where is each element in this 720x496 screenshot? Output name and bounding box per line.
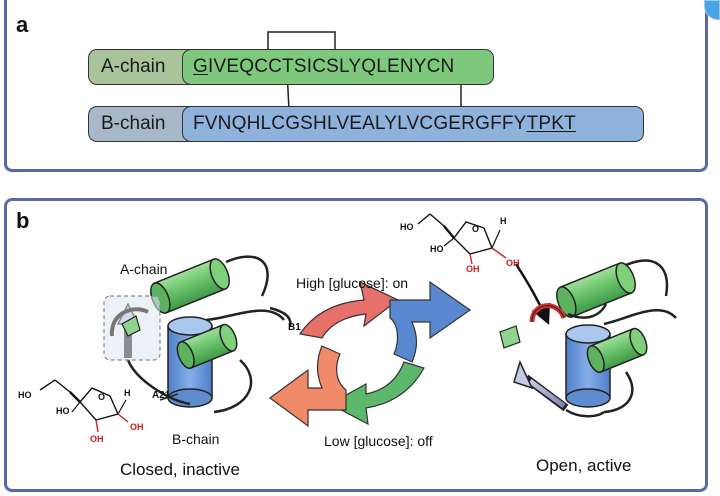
- a-chain-first-residue: G: [193, 56, 208, 77]
- a-chain-helix-2-open: [586, 327, 648, 373]
- glucose-binder-open: [499, 325, 521, 349]
- panel-a-label: a: [16, 12, 29, 37]
- glucose-molecule-right: [417, 213, 507, 265]
- b-chain-label-pill: B-chain: [88, 106, 200, 142]
- chem-oh-left-1: OH: [130, 422, 144, 432]
- binding-arrow: [514, 263, 551, 325]
- glucose-binder-closed: [121, 315, 141, 337]
- chem-h-left: H: [124, 388, 131, 398]
- panel-b-label: b: [16, 208, 30, 233]
- a-chain-helix-2: [176, 323, 238, 369]
- a-chain-loop-top: [225, 255, 269, 297]
- b-chain-helix-top: [167, 316, 213, 336]
- b-chain-sequence: FVNQHLCGSHLVEALYLVCGERGFFY: [193, 113, 527, 134]
- b-chain-label: B-chain: [101, 113, 166, 134]
- opened-binder-hook: [529, 303, 567, 323]
- panel-a: [4, 0, 708, 172]
- arrow-orange: [268, 345, 347, 428]
- chem-o-right: O: [472, 224, 479, 234]
- chem-h-right: H: [500, 216, 507, 226]
- glucose-molecule-left: [39, 379, 129, 433]
- chem-ho-left-1: HO: [18, 390, 32, 400]
- a-chain-sequence-pill: GIVEQCCTSICSLYQLENYCN: [182, 49, 494, 85]
- a-chain-label: A-chain: [101, 56, 166, 77]
- b-chain-loop-bottom: [213, 359, 253, 414]
- chem-ho-left-2: HO: [56, 406, 70, 416]
- b-chain-underlined-residues: TPKT: [526, 113, 576, 134]
- chem-oh-left-2: OH: [90, 434, 104, 444]
- open-insulin-structure: [499, 259, 677, 418]
- intrachain-disulfide-bond: [267, 31, 336, 54]
- arrow-blue: [389, 280, 472, 363]
- a21-label: A21: [152, 390, 171, 401]
- b-chain-helix-bottom: [167, 388, 213, 408]
- cycle-arrows: [268, 280, 472, 428]
- b-chain-structure-label: B-chain: [172, 431, 219, 447]
- chem-oh-right-1: OH: [506, 258, 520, 268]
- closed-insulin-structure: [103, 255, 292, 414]
- low-glucose-label: Low [glucose]: off: [324, 433, 433, 449]
- b-chain-strand-arrowhead-open: [513, 359, 534, 390]
- open-active-caption: Open, active: [536, 456, 632, 475]
- chem-ho-right-2: HO: [430, 244, 444, 254]
- closed-inactive-caption: Closed, inactive: [120, 460, 241, 479]
- a-chain-sequence: IVEQCCTSICSLYQLENYCN: [207, 56, 455, 77]
- chem-oh-right-2: OH: [466, 264, 480, 274]
- chem-ho-right-1: HO: [400, 222, 414, 232]
- high-glucose-label: High [glucose]: on: [296, 275, 408, 291]
- chem-o-left: O: [98, 392, 105, 402]
- a-chain-loop-right: [205, 309, 285, 322]
- a-chain-helix-1: [150, 258, 230, 314]
- b-chain-sequence-pill: FVNQHLCGSHLVEALYLVCGERGFFYTPKT: [182, 106, 644, 142]
- a-chain-helix-1-open: [556, 262, 636, 318]
- a-chain-label-pill: A-chain: [88, 49, 200, 85]
- a-chain-structure-label: A-chain: [120, 261, 167, 277]
- b1-label: B1: [288, 322, 301, 333]
